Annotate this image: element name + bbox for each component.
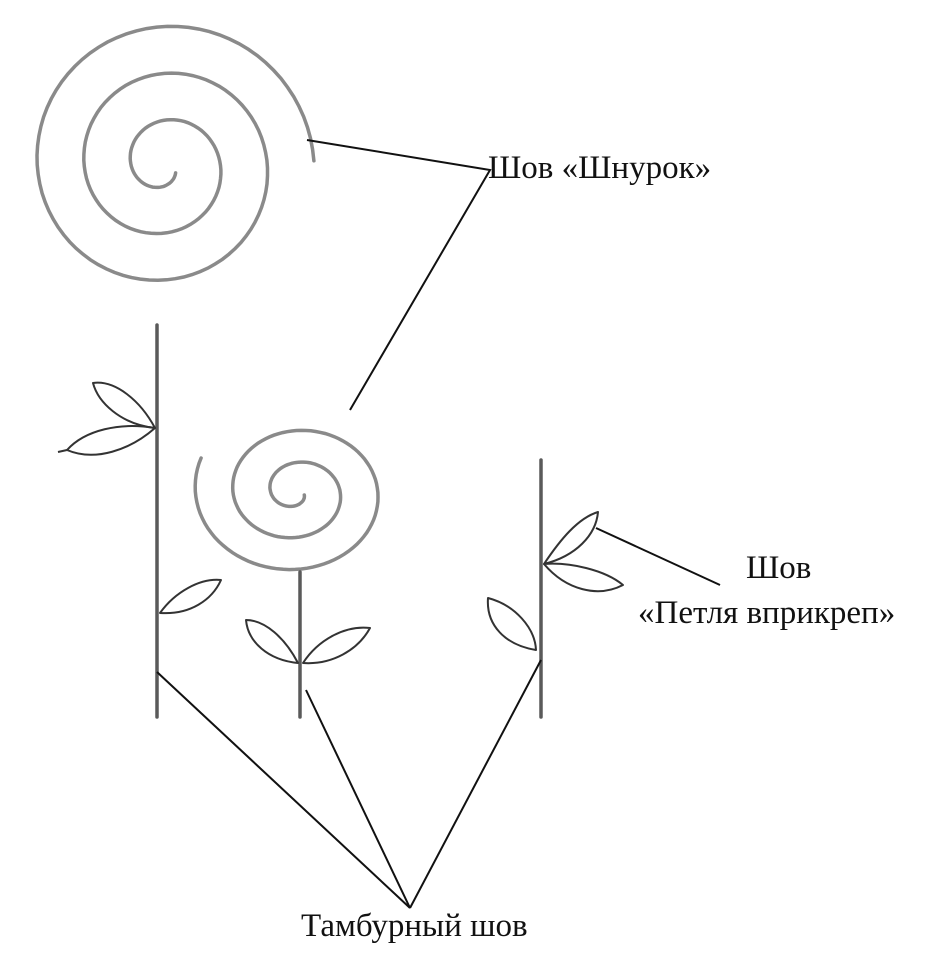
small-flower-spiral xyxy=(195,430,378,569)
leaf-left-lower xyxy=(67,426,155,455)
large-flower-spiral xyxy=(37,26,314,280)
leaf-left-upper xyxy=(93,383,155,428)
label-chain-stitch: Тамбурный шов xyxy=(301,910,528,943)
leaf-middle-right xyxy=(303,628,370,664)
leaves-right-stem xyxy=(488,512,623,650)
label-lazy-daisy-line2: «Петля вприкреп» xyxy=(638,597,895,630)
pointer-petlya xyxy=(596,528,720,585)
pointer-shnurok xyxy=(307,140,490,410)
pointer-tambur-right xyxy=(410,660,541,908)
label-cord-stitch: Шов «Шнурок» xyxy=(488,152,711,185)
leaf-left-bottom xyxy=(160,580,221,613)
leaves-middle-stem xyxy=(246,620,370,663)
pointer-tambur-middle xyxy=(306,690,410,908)
leaf-right-lower xyxy=(544,564,623,591)
leaf-left-lower-tip xyxy=(58,450,67,452)
leaf-right-left-side xyxy=(488,598,536,650)
label-lazy-daisy-line1: Шов xyxy=(746,552,811,585)
leaf-middle-left xyxy=(246,620,298,663)
leaf-right-upper xyxy=(544,512,598,564)
pointer-tambur-left xyxy=(157,672,410,908)
